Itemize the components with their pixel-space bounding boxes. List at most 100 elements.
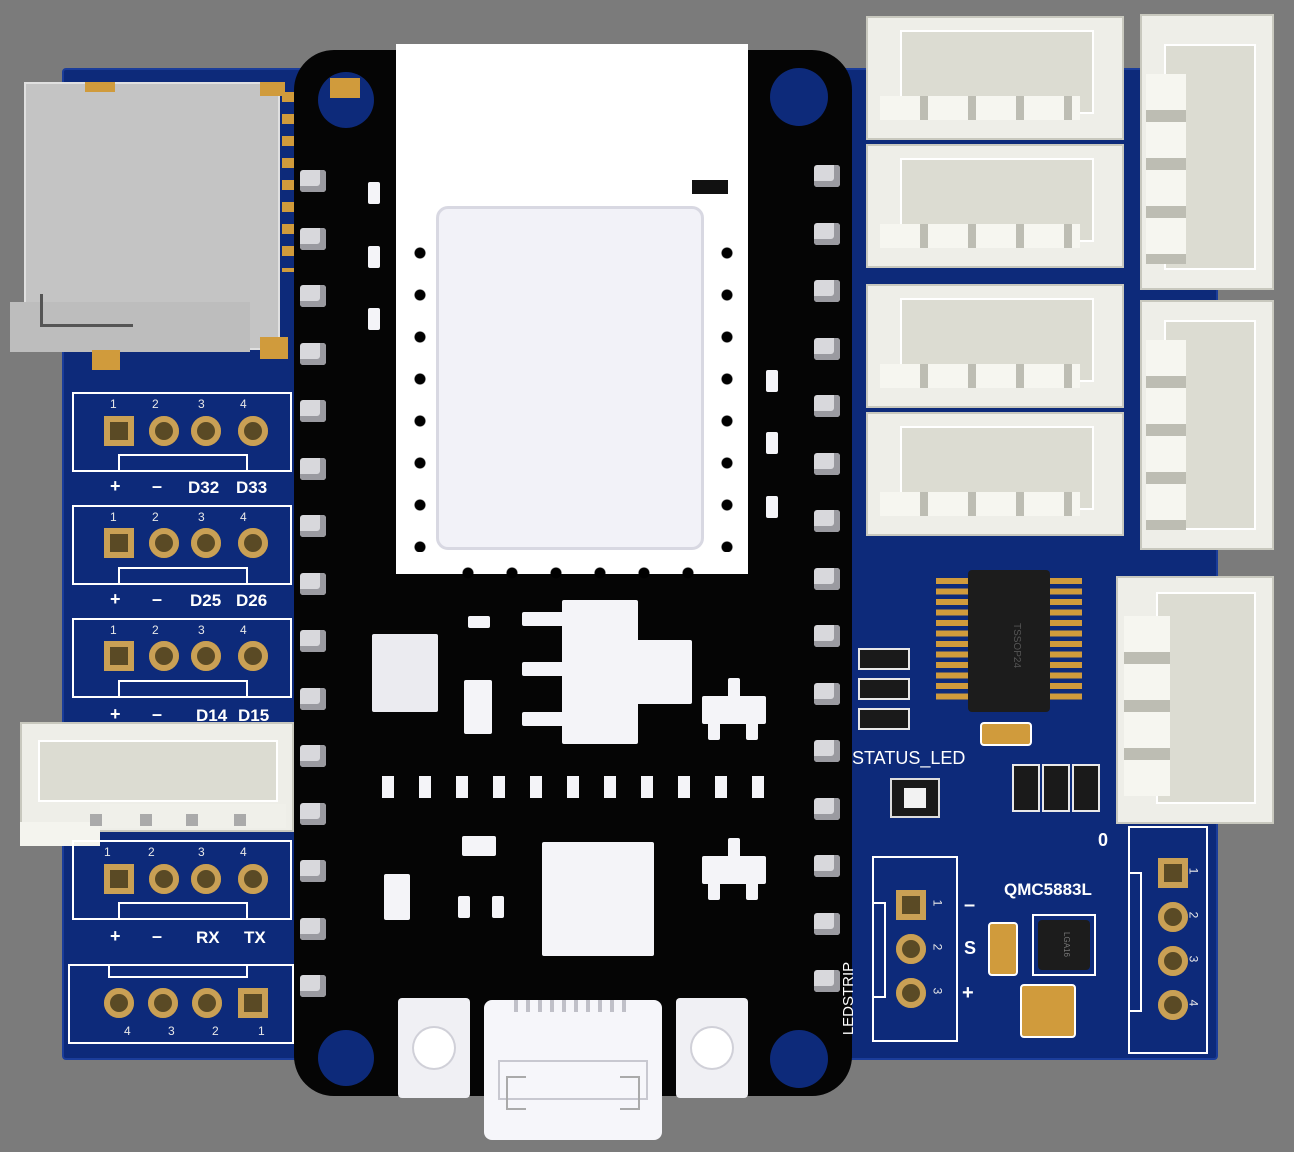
pin-number: 3 bbox=[930, 987, 945, 995]
label-plus: + bbox=[110, 589, 121, 609]
label-pin: D26 bbox=[236, 591, 268, 610]
jst-connector-icon bbox=[20, 722, 294, 850]
header-pin bbox=[814, 395, 840, 417]
sd-card-contacts bbox=[282, 92, 294, 272]
label-pin: D15 bbox=[238, 706, 270, 725]
mount-hole bbox=[770, 68, 828, 126]
label-minus: – bbox=[152, 704, 163, 724]
mount-hole bbox=[770, 1030, 828, 1088]
header-pin bbox=[814, 567, 840, 590]
pin-number: 4 bbox=[124, 1024, 131, 1038]
header-pin bbox=[814, 740, 840, 762]
header-pin bbox=[300, 975, 326, 997]
label-pin: D33 bbox=[236, 478, 268, 497]
jst-connector-icon bbox=[866, 412, 1124, 536]
pin-number: 2 bbox=[212, 1024, 219, 1038]
label-minus: – bbox=[152, 926, 163, 946]
capacitor bbox=[1020, 984, 1076, 1038]
header-pin bbox=[300, 687, 326, 710]
label-pin: D25 bbox=[190, 591, 222, 610]
capacitor bbox=[464, 680, 492, 734]
header-d32-d33: 1 2 3 4 + – D32 D33 bbox=[72, 392, 292, 502]
esp32-module bbox=[396, 44, 748, 574]
tactile-button-icon[interactable] bbox=[676, 998, 748, 1098]
ledstrip-header: 1 2 3 bbox=[872, 856, 958, 1042]
smd-part bbox=[766, 370, 778, 392]
header-pin bbox=[300, 400, 326, 422]
pin-number: 3 bbox=[1186, 955, 1201, 963]
label-plus: + bbox=[110, 704, 121, 724]
header-pin bbox=[300, 917, 326, 940]
mount-hole bbox=[318, 1030, 374, 1086]
jst-connector-icon bbox=[1140, 14, 1274, 290]
header-pin bbox=[814, 625, 840, 647]
sd-card-slot-icon bbox=[10, 82, 288, 370]
pin-number: 2 bbox=[152, 623, 159, 637]
zero-mark: 0 bbox=[1098, 830, 1109, 850]
capacitor bbox=[988, 922, 1018, 976]
ic-marking: TSSOP24 bbox=[1011, 622, 1023, 669]
header-pin bbox=[814, 222, 840, 245]
capacitor bbox=[980, 722, 1032, 746]
pin-number: 2 bbox=[1186, 911, 1201, 919]
header-pin bbox=[814, 165, 840, 187]
label-minus: – bbox=[152, 589, 163, 609]
smd-part bbox=[368, 308, 380, 330]
ldo-regulator bbox=[562, 600, 638, 744]
usb-micro-connector-icon[interactable] bbox=[484, 1000, 662, 1140]
pin-number: 1 bbox=[104, 845, 111, 859]
devboard-pins-left bbox=[300, 170, 330, 1000]
label-pin: D32 bbox=[188, 478, 220, 497]
label-plus: + bbox=[962, 982, 974, 1004]
pin-number: 1 bbox=[110, 623, 117, 637]
resistor-row bbox=[382, 776, 766, 798]
jst-connector-icon bbox=[866, 16, 1124, 140]
pin-number: 1 bbox=[258, 1024, 265, 1038]
regulator-chip bbox=[372, 634, 438, 712]
module-pads-bottom bbox=[446, 566, 696, 580]
label-minus: – bbox=[964, 894, 976, 916]
resistor bbox=[858, 678, 910, 700]
tactile-button-icon[interactable] bbox=[398, 998, 470, 1098]
pin-number: 3 bbox=[198, 397, 205, 411]
magnetometer-chip: LGA16 bbox=[1032, 914, 1096, 976]
header-pin bbox=[300, 515, 326, 537]
pin-number: 4 bbox=[240, 397, 247, 411]
jst-connector-icon bbox=[866, 284, 1124, 408]
pin-number: 3 bbox=[168, 1024, 175, 1038]
header-pin bbox=[300, 342, 326, 365]
sot23-transistor bbox=[702, 856, 766, 884]
header-pin bbox=[814, 452, 840, 475]
resistor bbox=[858, 708, 910, 730]
pin-number: 4 bbox=[240, 510, 247, 524]
header-pin bbox=[814, 337, 840, 360]
status-led-label: STATUS_LED bbox=[852, 748, 966, 768]
header-pin bbox=[300, 860, 326, 882]
header-pin bbox=[814, 855, 840, 877]
header-pin bbox=[300, 170, 326, 192]
header-pin bbox=[814, 510, 840, 532]
capacitor bbox=[1012, 764, 1040, 812]
jst-connector-icon bbox=[866, 144, 1124, 268]
tssop24-chip: TSSOP24 bbox=[936, 570, 1082, 712]
ledstrip-label: LEDSTRIP bbox=[840, 961, 858, 1036]
smd-part bbox=[766, 496, 778, 518]
status-led bbox=[890, 778, 940, 818]
header-pin bbox=[814, 280, 840, 302]
module-pads-left bbox=[405, 232, 435, 552]
usb-uart-chip bbox=[542, 842, 654, 956]
label-pin: RX bbox=[196, 928, 220, 947]
header-pin bbox=[300, 285, 326, 307]
smd-part bbox=[368, 246, 380, 268]
module-pads-right bbox=[712, 232, 742, 552]
smd-part bbox=[368, 182, 380, 204]
diode bbox=[384, 874, 410, 920]
capacitor bbox=[1072, 764, 1100, 812]
pin-number: 1 bbox=[110, 397, 117, 411]
pin-number: 3 bbox=[198, 845, 205, 859]
label-plus: + bbox=[110, 476, 121, 496]
header-d14-d15: 1 2 3 4 + – D14 D15 bbox=[72, 618, 292, 728]
pin-number: 2 bbox=[930, 943, 945, 951]
pin-number: 2 bbox=[152, 510, 159, 524]
header-pin bbox=[300, 457, 326, 480]
